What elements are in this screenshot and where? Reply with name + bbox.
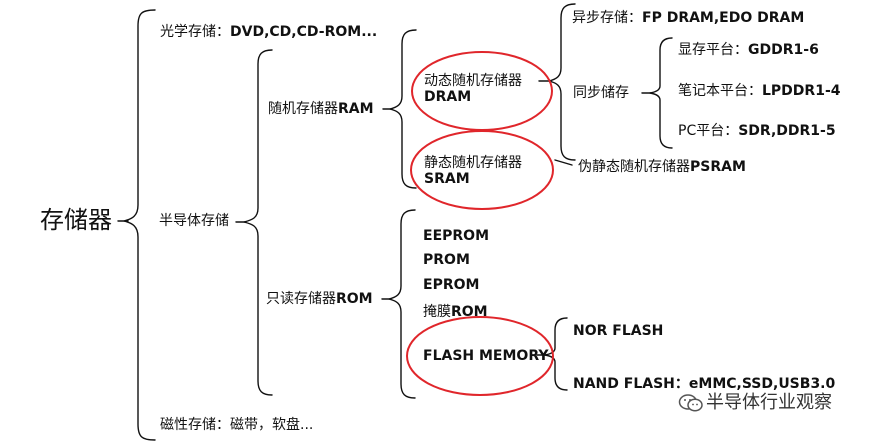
vram-zh: 显存平台： bbox=[678, 42, 748, 58]
nand-en: eMMC,SSD,USB3.0 bbox=[688, 376, 836, 392]
ram-label: 随机存储器RAM bbox=[268, 101, 374, 117]
nand-flash-label: NAND FLASH：eMMC,SSD,USB3.0 bbox=[573, 376, 835, 392]
async-en: FP DRAM,EDO DRAM bbox=[642, 10, 805, 26]
async-storage-label: 异步存储：FP DRAM,EDO DRAM bbox=[572, 10, 804, 26]
semiconductor-storage-label: 半导体存储 bbox=[159, 213, 229, 229]
prom-label: PROM bbox=[423, 252, 470, 268]
sync-brace bbox=[649, 37, 673, 149]
ram-zh: 随机存储器 bbox=[268, 101, 338, 117]
dram-label: 动态随机存储器 DRAM bbox=[424, 73, 522, 105]
vram-en: GDDR1-6 bbox=[748, 42, 819, 58]
psram-zh: 伪静态随机存储器 bbox=[578, 159, 690, 175]
sram-highlight-ellipse bbox=[410, 130, 554, 210]
mask-rom-en: ROM bbox=[451, 304, 488, 320]
dram-brace bbox=[548, 3, 576, 161]
pc-platform-label: PC平台：SDR,DDR1-5 bbox=[678, 123, 836, 139]
rom-en: ROM bbox=[336, 291, 373, 307]
laptop-platform-label: 笔记本平台：LPDDR1-4 bbox=[678, 83, 841, 99]
ram-en: RAM bbox=[338, 101, 374, 117]
flash-highlight-ellipse bbox=[406, 316, 554, 396]
laptop-en: LPDDR1-4 bbox=[762, 83, 841, 99]
wechat-logo-icon bbox=[678, 394, 703, 412]
sram-zh: 静态随机存储器 bbox=[424, 155, 522, 171]
mask-rom-zh: 掩膜 bbox=[423, 304, 451, 320]
dram-en: DRAM bbox=[424, 89, 472, 105]
eprom-label: EPROM bbox=[423, 277, 480, 293]
magnetic-storage-label: 磁性存储：磁带，软盘... bbox=[160, 417, 314, 433]
flash-memory-label: FLASH MEMORY bbox=[423, 348, 549, 364]
sync-storage-label: 同步储存 bbox=[573, 85, 629, 101]
async-zh: 异步存储： bbox=[572, 10, 642, 26]
pc-en: SDR,DDR1-5 bbox=[738, 123, 836, 139]
nand-zh: NAND FLASH： bbox=[573, 376, 689, 392]
eeprom-label: EEPROM bbox=[423, 228, 490, 244]
dram-zh: 动态随机存储器 bbox=[424, 73, 522, 89]
root-brace bbox=[123, 9, 156, 441]
mask-rom-label: 掩膜ROM bbox=[423, 304, 488, 320]
sram-label: 静态随机存储器 SRAM bbox=[424, 155, 522, 187]
rom-zh: 只读存储器 bbox=[266, 291, 336, 307]
pc-zh: PC平台： bbox=[678, 123, 739, 139]
psram-en: PSRAM bbox=[690, 159, 746, 175]
nor-flash-label: NOR FLASH bbox=[573, 323, 664, 339]
laptop-zh: 笔记本平台： bbox=[678, 83, 762, 99]
psram-label: 伪静态随机存储器PSRAM bbox=[578, 159, 746, 175]
watermark-text: 半导体行业观察 bbox=[706, 392, 832, 413]
sram-en: SRAM bbox=[424, 171, 470, 187]
root-label: 存储器 bbox=[40, 206, 112, 234]
optical-storage-zh: 光学存储： bbox=[160, 24, 230, 40]
vram-platform-label: 显存平台：GDDR1-6 bbox=[678, 42, 819, 58]
rom-label: 只读存储器ROM bbox=[266, 291, 373, 307]
optical-storage-label: 光学存储：DVD,CD,CD-ROM... bbox=[160, 24, 377, 40]
optical-storage-en: DVD,CD,CD-ROM... bbox=[230, 24, 378, 40]
